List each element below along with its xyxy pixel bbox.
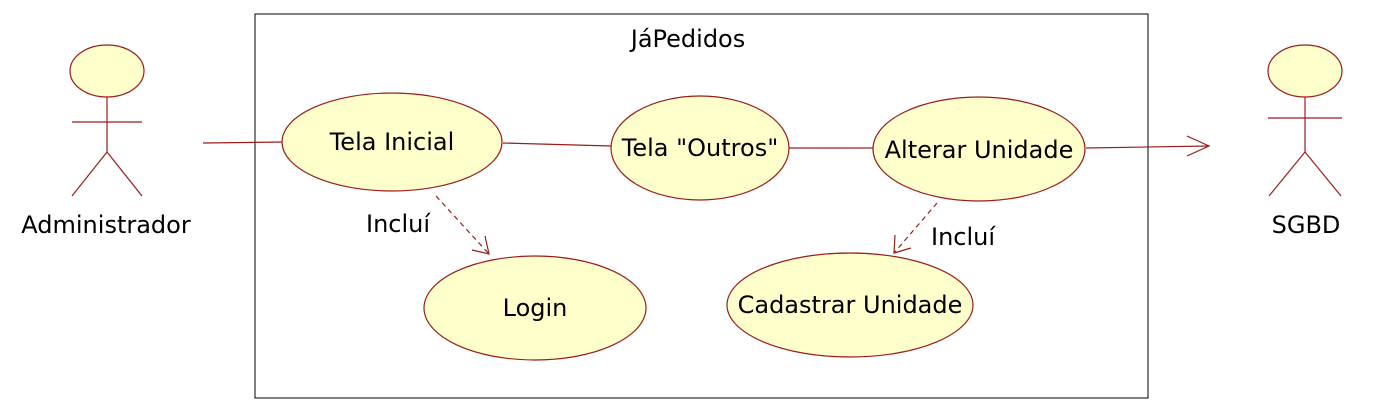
actor-right-leg [1304, 151, 1342, 197]
use-case-alterar-unidade[interactable]: Alterar Unidade [872, 96, 1086, 202]
use-case-shape [610, 95, 790, 201]
use-case-label: Tela Inicial [329, 128, 455, 156]
use-case-shape [726, 252, 974, 358]
use-case-login[interactable]: Login [423, 255, 647, 361]
system-title: JáPedidos [629, 25, 746, 53]
use-case-cadastrar-unidade[interactable]: Cadastrar Unidade [726, 252, 974, 358]
association-tela-inicial-outros [502, 142, 612, 147]
include-cadastrar-arrowhead [893, 234, 912, 254]
actor-head [1267, 44, 1343, 98]
use-case-tela-inicial[interactable]: Tela Inicial [281, 92, 503, 192]
actor-left-leg [71, 151, 108, 197]
include-login-arrowhead [471, 235, 490, 255]
include-login-label: Incluí [366, 210, 431, 238]
association-arrowhead [1186, 135, 1211, 157]
actor-administrador-label: Administrador [21, 211, 191, 239]
use-case-label: Alterar Unidade [885, 136, 1074, 164]
use-case-label: Login [503, 294, 568, 322]
actor-sgbd[interactable] [1267, 44, 1343, 197]
actor-left-leg [1268, 151, 1306, 197]
actor-administrador[interactable] [69, 44, 145, 197]
system-boundary [254, 13, 1149, 399]
use-case-shape [872, 96, 1086, 202]
use-case-tela-outros[interactable]: Tela "Outros" [610, 95, 790, 201]
association-admin-tela-inicial [202, 141, 284, 144]
association-alterar-sgbd [1085, 145, 1210, 149]
include-cadastrar-label: Incluí [931, 223, 996, 251]
use-case-label: Tela "Outros" [621, 134, 778, 162]
actor-head [69, 44, 145, 98]
actor-right-leg [106, 151, 143, 197]
use-case-label: Cadastrar Unidade [738, 291, 963, 319]
use-case-shape [281, 92, 503, 192]
use-case-shape [423, 255, 647, 361]
include-cadastrar-line [893, 202, 938, 254]
include-login-line [435, 195, 490, 255]
actor-sgbd-label: SGBD [1272, 211, 1341, 239]
